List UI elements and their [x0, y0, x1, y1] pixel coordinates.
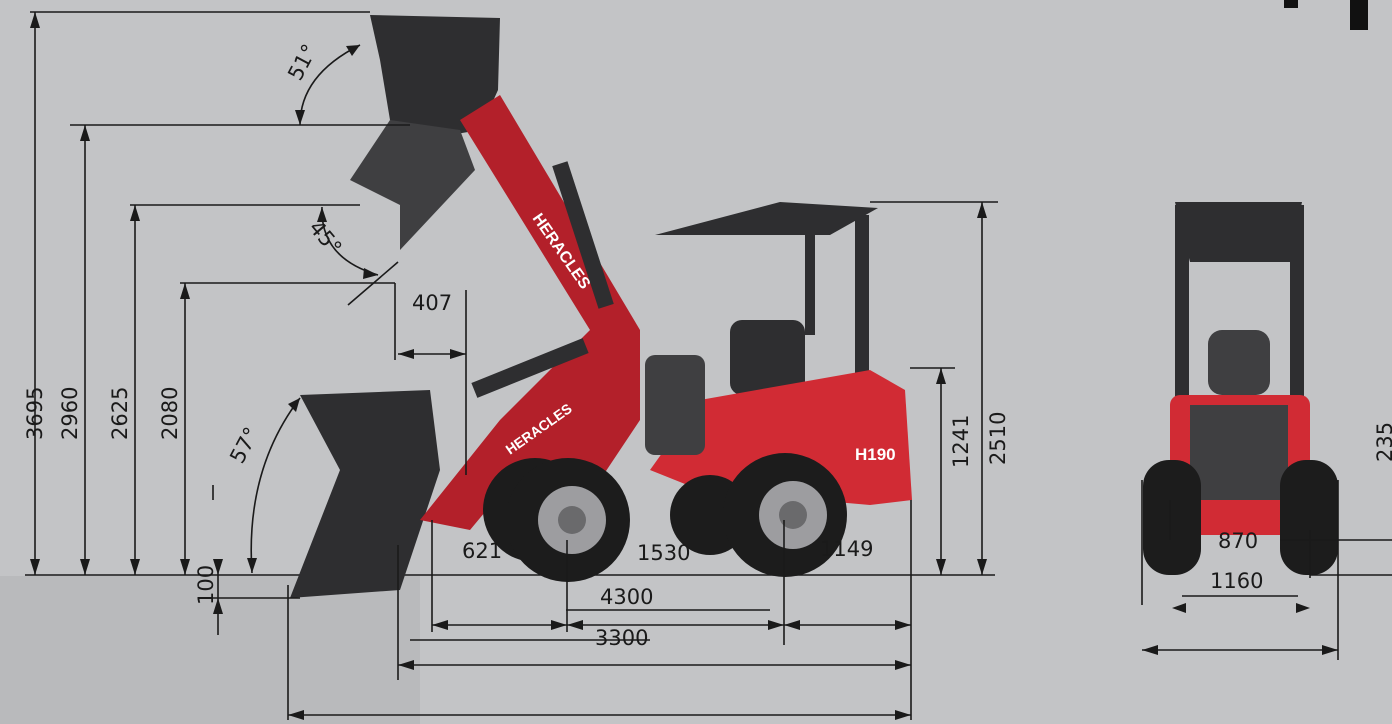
boom-arm: [420, 95, 640, 530]
loader-side-view: H190 HERACLES HERACLES: [290, 15, 912, 598]
model-badge: H190: [855, 445, 896, 464]
width-dimensions: 870 1160 235: [1141, 422, 1392, 660]
rear-post-left: [1175, 205, 1189, 405]
dim-2510: 2510: [986, 412, 1010, 465]
rear-seat: [1208, 330, 1270, 395]
dim-1241: 1241: [949, 415, 973, 468]
angle-57: 57°: [225, 423, 264, 467]
bucket-raised: [370, 15, 500, 140]
dim-2625: 2625: [108, 387, 132, 440]
operator-seat: [730, 320, 805, 395]
dim-100: 100: [194, 565, 218, 605]
dim-2080: 2080: [158, 387, 182, 440]
dim-1149: 1149: [820, 537, 873, 561]
rear-tire-right: [1280, 460, 1338, 575]
dim-2960: 2960: [58, 387, 82, 440]
dim-4300: 4300: [600, 585, 653, 609]
hydraulic-cylinder: [471, 338, 589, 398]
loader-rear-view: [1143, 202, 1338, 575]
rops-post-front: [805, 225, 815, 335]
partial-corner-glyph-2: [1350, 0, 1368, 30]
dim-1160: 1160: [1210, 569, 1263, 593]
engine-block: [645, 355, 705, 455]
rear-roof: [1175, 202, 1302, 262]
dim-3695: 3695: [23, 387, 47, 440]
reach-dimension: 407: [398, 290, 467, 475]
lift-cylinder: [552, 161, 614, 309]
dim-870: 870: [1218, 529, 1258, 553]
front-hub: [558, 506, 586, 534]
rear-post-right: [1290, 205, 1304, 405]
bucket-lowered: [290, 390, 440, 598]
length-dimensions: 4300 3300 621 1530 1149: [287, 500, 912, 720]
rear-hub: [779, 501, 807, 529]
loader-body: [650, 370, 912, 505]
partial-corner-glyph: [1284, 0, 1298, 8]
angle-45: 45°: [304, 216, 346, 260]
rear-panel: [1190, 405, 1288, 500]
dim-3300: 3300: [595, 626, 648, 650]
bucket-mid: [350, 120, 475, 250]
machine-height-dimensions: 2510 1241: [870, 201, 1010, 575]
roof-canopy: [655, 202, 878, 235]
dim-407: 407: [412, 291, 452, 315]
dim-1530: 1530: [637, 541, 690, 565]
rear-tire-left: [1143, 460, 1201, 575]
dim-621: 621: [462, 539, 502, 563]
floor-shadow: [0, 576, 420, 724]
dim-235: 235: [1373, 422, 1392, 462]
height-dimensions: 3695 2960 2625 2080 100: [23, 11, 410, 635]
